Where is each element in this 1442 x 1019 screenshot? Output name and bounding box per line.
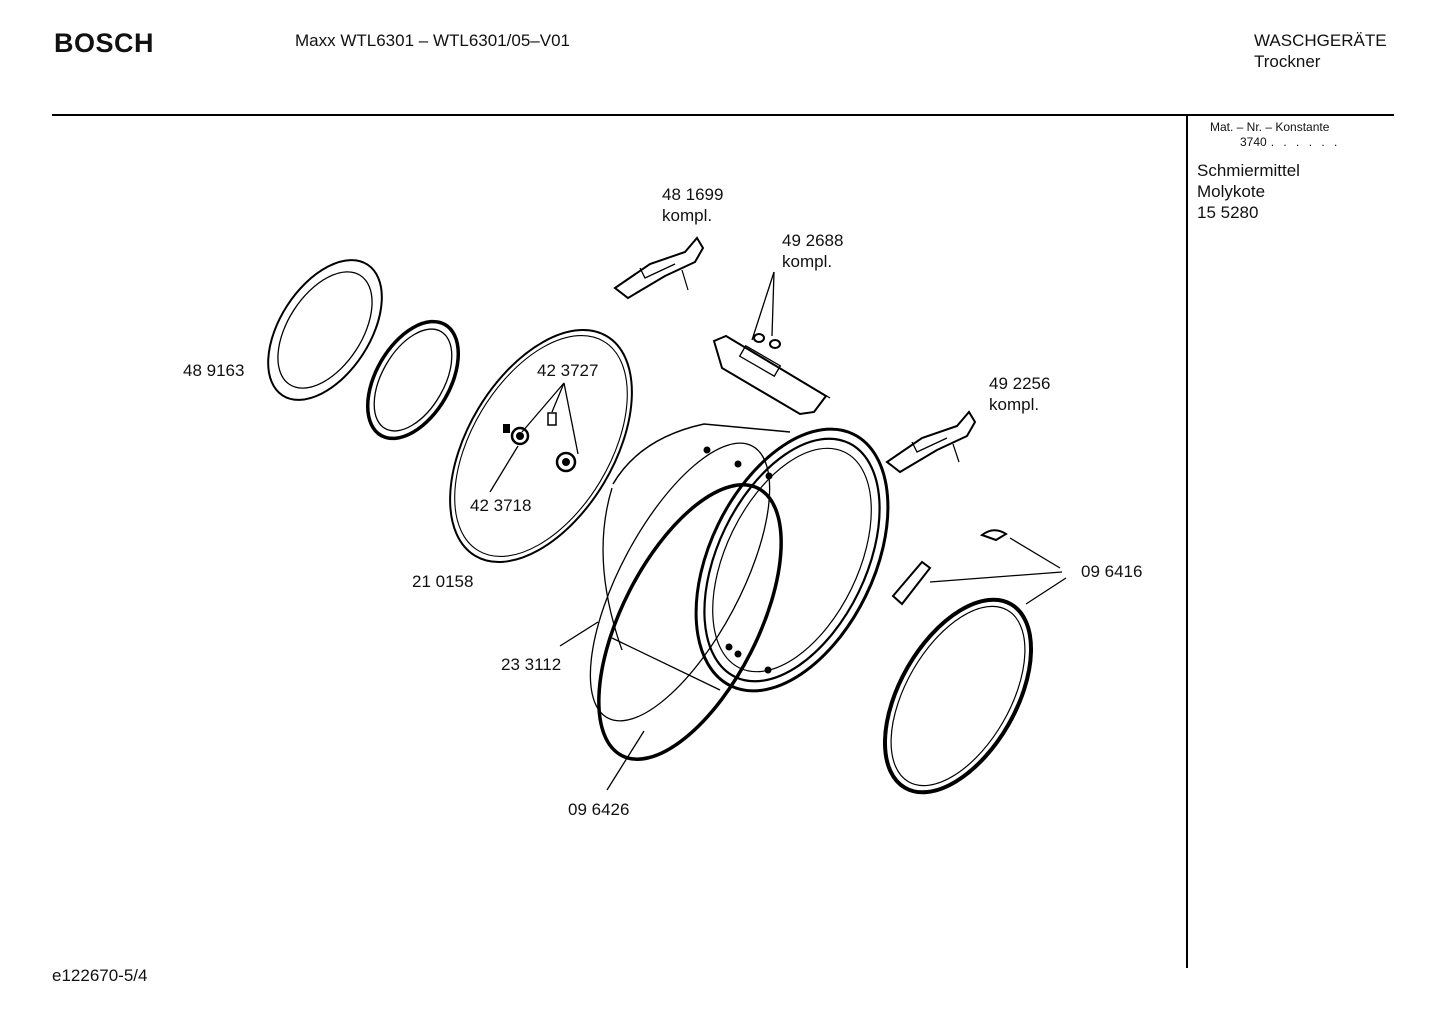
document-code: e122670-5/4 [52,966,148,985]
lubricant-label: Schmiermittel [1197,161,1300,180]
material-number-row: 3740. . . . . . [1240,135,1340,149]
header-divider [52,114,1394,116]
part-label-09-6426: 09 6426 [568,800,629,819]
sidebar-divider [1186,116,1188,968]
model-title: Maxx WTL6301 – WTL6301/05–V01 [295,31,570,50]
part-label-49-2256: 49 2256 [989,374,1050,393]
rear-wall-disc-part [449,329,633,563]
material-number: 3740 [1240,135,1267,149]
material-number-heading: Mat. – Nr. – Konstante [1210,120,1330,134]
hinge-bracket-bottom-part [885,410,977,474]
small-part [503,424,510,433]
bracket-curved-part [891,560,932,606]
part-label-42-3727: 42 3727 [537,361,598,380]
part-label-23-3112: 23 3112 [501,655,561,674]
part-label-49-2688: 49 2688 [782,231,843,250]
part-label-21-0158: 21 0158 [412,572,473,591]
part-label-49-2256-note: kompl. [989,395,1039,414]
hub-part [510,426,530,446]
front-seal-ring-part [267,259,383,401]
felt-seal-ring-part [882,597,1034,795]
support-bearing-part [712,333,831,416]
hub-center [516,432,524,440]
brand-logo: BOSCH [54,28,155,58]
drum-body-part [589,423,890,722]
part-label-49-2688-note: kompl. [782,252,832,271]
part-label-48-1699-note: kompl. [662,206,712,225]
bolt-part [547,412,557,426]
part-label-42-3718: 42 3718 [470,496,531,515]
category-label: WASCHGERÄTE [1254,31,1387,50]
part-label-48-1699: 48 1699 [662,185,723,204]
part-label-48-9163: 48 9163 [183,361,244,380]
bracket-small-part [979,529,1008,542]
leader-lines [489,271,1067,791]
axle-hub-center [562,458,570,466]
material-number-dots: . . . . . . [1270,135,1341,149]
axle-hub-part [555,451,577,473]
lubricant-number: 15 5280 [1197,203,1259,222]
subcategory-label: Trockner [1254,52,1321,71]
part-label-09-6416: 09 6416 [1081,562,1142,581]
drum-front-gasket-part [597,483,783,761]
seal-ring-part [365,319,461,441]
lubricant-name: Molykote [1197,182,1266,201]
hinge-bracket-top-part [613,236,705,300]
